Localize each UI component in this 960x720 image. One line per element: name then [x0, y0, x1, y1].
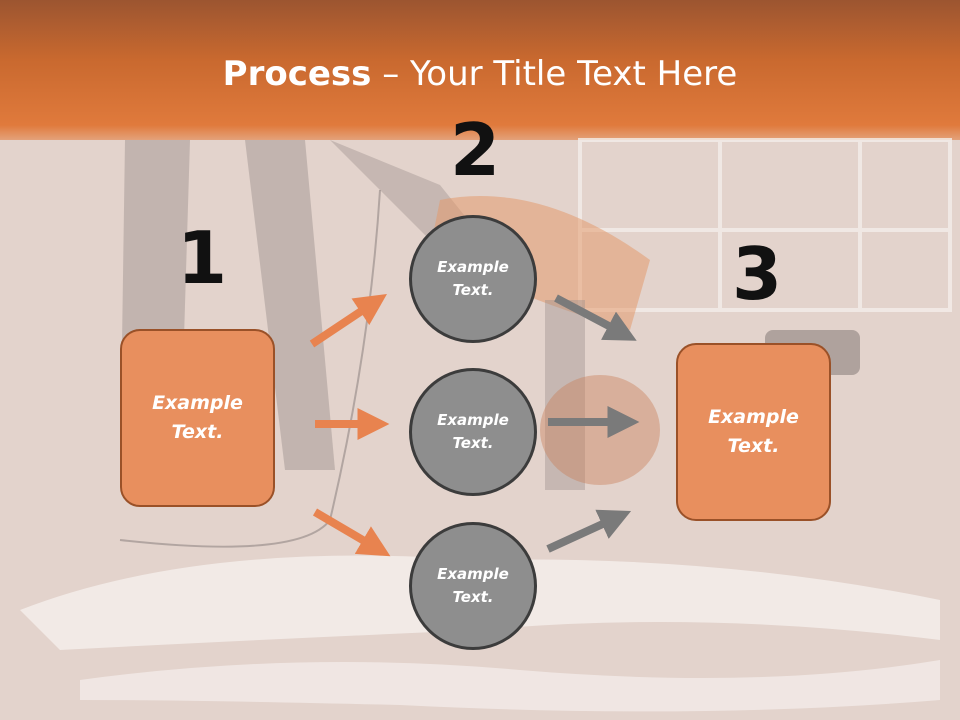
- arrow-circle-bottom-to-3: [546, 509, 632, 553]
- circle-bottom-text: Example Text.: [437, 565, 509, 606]
- arrow-circle-top-to-3: [554, 294, 637, 341]
- arrow-1-to-circle-bottom: [312, 508, 391, 557]
- circle-middle-text: Example Text.: [437, 411, 509, 452]
- step-3-box: Example Text.: [676, 343, 831, 521]
- step-1-text: Example Text.: [152, 392, 243, 443]
- page-title: Process – Your Title Text Here: [0, 52, 960, 96]
- title-rest: Your Title Text Here: [410, 54, 738, 94]
- circle-middle: Example Text.: [409, 368, 537, 496]
- step-3-text: Example Text.: [708, 406, 799, 457]
- step-number-2: 2: [450, 108, 501, 192]
- circle-bottom: Example Text.: [409, 522, 537, 650]
- title-separator: –: [371, 54, 411, 94]
- step-1-box: Example Text.: [120, 329, 275, 507]
- step-number-1: 1: [177, 216, 228, 300]
- circle-top: Example Text.: [409, 215, 537, 343]
- circle-top-text: Example Text.: [437, 258, 509, 299]
- arrow-1-to-circle-top: [309, 294, 387, 348]
- title-bold: Process: [222, 54, 372, 94]
- step-number-3: 3: [732, 232, 783, 316]
